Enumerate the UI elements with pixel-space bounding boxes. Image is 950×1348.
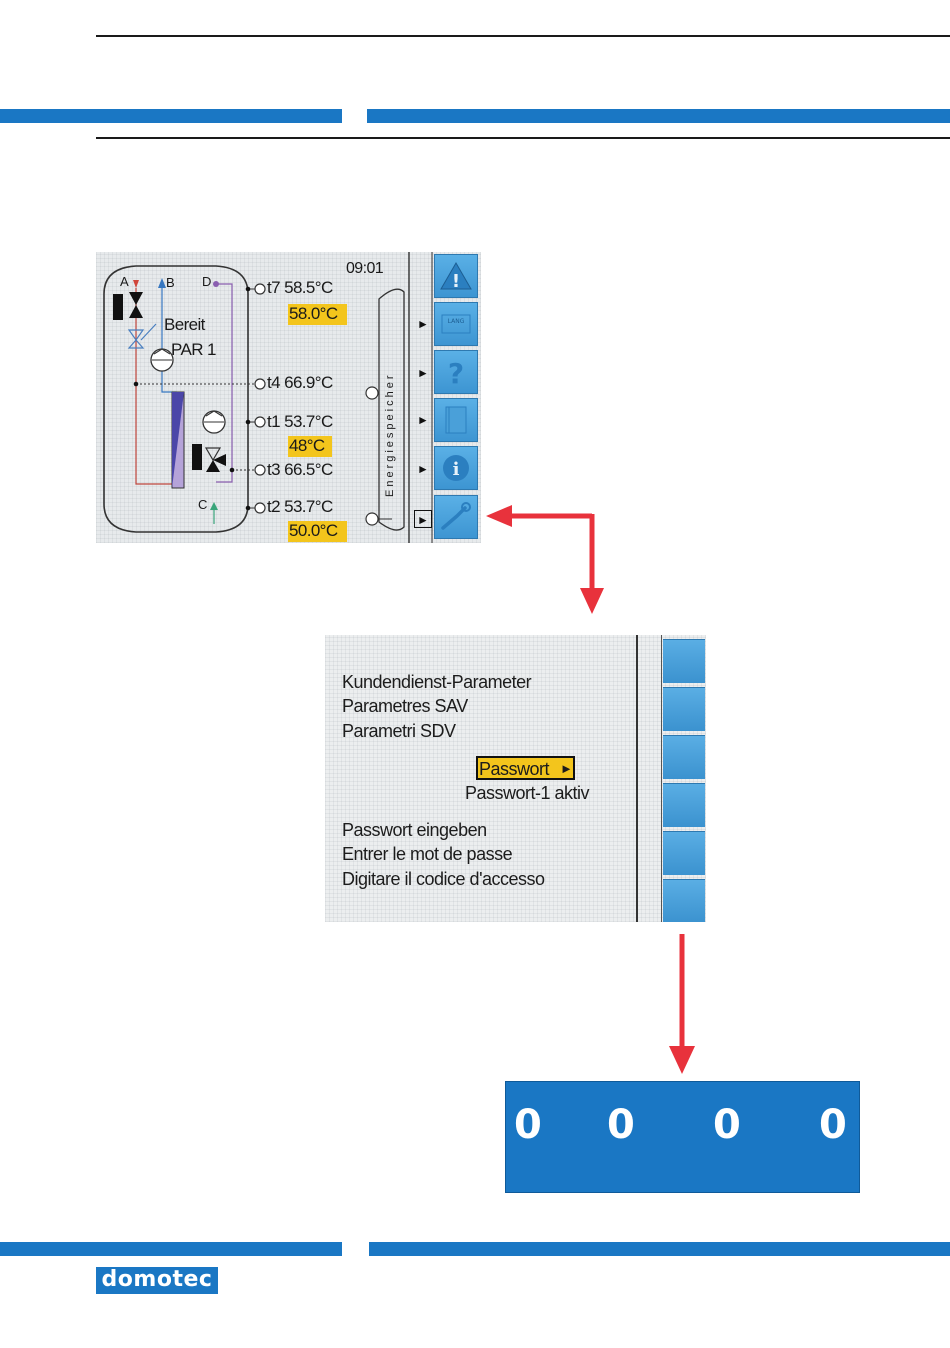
- password-status: Passwort-1 aktiv: [465, 783, 589, 804]
- domotec-logo: domotec: [96, 1267, 218, 1294]
- svg-text:?: ?: [448, 357, 464, 390]
- warning-icon: !: [435, 255, 477, 297]
- tab-arrow-book[interactable]: ►: [414, 411, 432, 429]
- svg-text:!: !: [452, 271, 460, 292]
- code-digit-4[interactable]: 0: [819, 1102, 847, 1148]
- footer-blue-bar-left: [0, 1242, 342, 1256]
- prompt-de: Passwort eingeben: [342, 820, 487, 841]
- title-fr: Parametres SAV: [342, 696, 468, 717]
- tab-arrow-service[interactable]: ►: [414, 510, 432, 528]
- svg-text:LANG: LANG: [448, 318, 465, 325]
- prompt-fr: Entrer le mot de passe: [342, 844, 512, 865]
- tab-arrow-language[interactable]: ►: [414, 315, 432, 333]
- side-button-6[interactable]: [663, 879, 705, 922]
- book-button[interactable]: [434, 398, 478, 442]
- title-de: Kundendienst-Parameter: [342, 672, 531, 693]
- status-par: PAR 1: [171, 340, 216, 360]
- tab-arrow-info[interactable]: ►: [414, 460, 432, 478]
- tab-arrow-help[interactable]: ►: [414, 364, 432, 382]
- screen2-divider-2: [661, 635, 662, 922]
- sensor-t1-reading: t1 53.7°C: [267, 412, 333, 432]
- header-blue-bar-right: [367, 109, 950, 123]
- code-digit-1[interactable]: 0: [514, 1102, 542, 1148]
- help-icon: ?: [435, 351, 477, 393]
- language-icon: LANG: [435, 303, 477, 345]
- title-it: Parametri SDV: [342, 721, 456, 742]
- prompt-it: Digitare il codice d'accesso: [342, 869, 545, 890]
- password-button[interactable]: Passwort ►: [476, 756, 575, 780]
- label-b: B: [166, 275, 174, 290]
- label-a: A: [120, 274, 128, 289]
- password-code-display: 0 0 0 0: [505, 1081, 860, 1193]
- sensor-t2-setpoint: 50.0°C: [289, 521, 338, 541]
- password-button-label: Passwort: [479, 759, 549, 780]
- info-button[interactable]: i: [434, 446, 478, 490]
- language-button[interactable]: LANG: [434, 302, 478, 346]
- clock-time: 09:01: [346, 260, 383, 278]
- header-top-rule: [96, 35, 950, 37]
- sensor-t7-setpoint: 58.0°C: [289, 304, 338, 324]
- code-digit-3[interactable]: 0: [713, 1102, 741, 1148]
- service-parameter-screen: Kundendienst-Parameter Parametres SAV Pa…: [325, 635, 706, 922]
- password-arrow-icon: ►: [560, 761, 572, 776]
- footer-blue-bar-right: [369, 1242, 950, 1256]
- service-button[interactable]: [434, 495, 478, 539]
- info-icon: i: [435, 447, 477, 489]
- wrench-icon: [435, 496, 477, 538]
- storage-overview-screen: A B D C Bereit PAR 1 09:01 t7 58.5°C 58.…: [96, 252, 481, 543]
- label-d: D: [202, 274, 211, 289]
- sensor-t3-reading: t3 66.5°C: [267, 460, 333, 480]
- header-bottom-rule: [96, 137, 950, 139]
- side-button-3[interactable]: [663, 735, 705, 779]
- warning-button[interactable]: !: [434, 254, 478, 298]
- sensor-t4-reading: t4 66.9°C: [267, 373, 333, 393]
- status-ready: Bereit: [164, 315, 205, 335]
- side-button-2[interactable]: [663, 687, 705, 731]
- help-button[interactable]: ?: [434, 350, 478, 394]
- header-blue-bar-left: [0, 109, 342, 123]
- screen2-divider: [636, 635, 638, 922]
- side-button-5[interactable]: [663, 831, 705, 875]
- sensor-t7-reading: t7 58.5°C: [267, 278, 333, 298]
- side-button-1[interactable]: [663, 639, 705, 683]
- energy-storage-label: Energiespeicher: [384, 373, 396, 498]
- sensor-t2-reading: t2 53.7°C: [267, 497, 333, 517]
- book-icon: [435, 399, 477, 441]
- sensor-t1-setpoint: 48°C: [289, 436, 325, 456]
- code-digit-2[interactable]: 0: [607, 1102, 635, 1148]
- svg-text:i: i: [453, 459, 460, 480]
- label-c: C: [198, 497, 207, 512]
- side-button-4[interactable]: [663, 783, 705, 827]
